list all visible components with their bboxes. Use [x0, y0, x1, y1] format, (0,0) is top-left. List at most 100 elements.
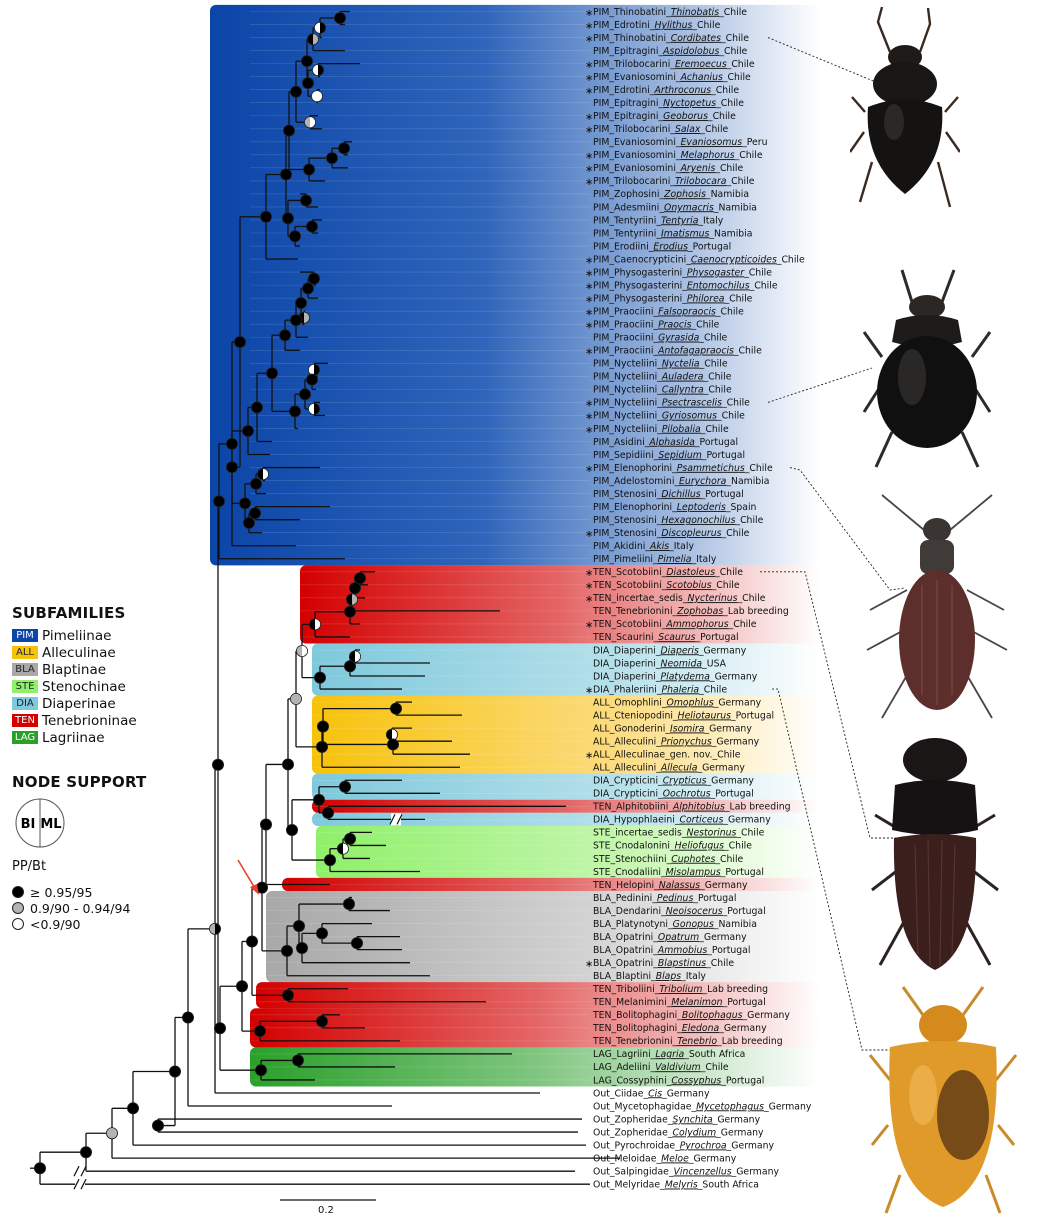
- taxon-prefix: TEN_Melanimini_: [592, 997, 672, 1008]
- taxon-prefix: PIM_Adelostomini_: [593, 476, 679, 487]
- node-support-title: NODE SUPPORT: [12, 773, 146, 791]
- taxon-label: ALL_Alleculini_Prionychus_Germany: [593, 736, 760, 747]
- taxon-locality: _Namibia: [725, 476, 769, 487]
- taxon-locality: _Chile: [743, 267, 772, 278]
- taxon-genus: Lagria: [655, 1049, 684, 1060]
- taxon-prefix: PIM_Evaniosomini_: [593, 163, 681, 174]
- taxon-genus: Pedinus: [657, 893, 694, 904]
- taxon-label: ALL_Alleculinae_gen. nov._Chile: [593, 750, 741, 761]
- subfamily-name: Pimeliinae: [42, 628, 111, 644]
- taxon-label: PIM_Stenosini_Hexagonochilus_Chile: [593, 515, 764, 526]
- taxon-genus: Nyctopetus: [663, 98, 716, 109]
- node-support-dot: [246, 936, 257, 947]
- taxon-label: Out_Meloidae_Meloe_Germany: [593, 1153, 737, 1164]
- taxon-locality: _Portugal: [722, 906, 766, 917]
- node-support-dot: [282, 213, 293, 224]
- chile-star-icon: ∗: [585, 594, 593, 605]
- taxon-locality: _Chile: [718, 7, 747, 18]
- taxon-genus: Eremoecus: [675, 59, 727, 70]
- taxon-genus: Cordibates: [671, 33, 721, 44]
- node-support-dot: [307, 34, 318, 45]
- taxon-genus: Heliofugus: [675, 841, 725, 852]
- subfamily-name: Lagriinae: [42, 730, 105, 746]
- taxon-locality: _Chile: [744, 463, 773, 474]
- taxon-genus: Diastoleus: [666, 567, 715, 578]
- taxon-prefix: PIM_Stenosini_: [593, 515, 662, 526]
- taxon-prefix: PIM_Zophosini_: [593, 189, 664, 200]
- chile-star-icon: ∗: [585, 268, 593, 279]
- taxon-label: Out_Pyrochroidae_Pyrochroa_Germany: [593, 1140, 775, 1151]
- node-support-dot: [299, 389, 310, 400]
- taxon-genus: Zophobas: [676, 606, 723, 617]
- taxon-genus: Mycetophagus: [696, 1101, 764, 1112]
- subfamily-item: DIADiaperinae: [12, 695, 137, 712]
- taxon-genus: Ammophorus: [665, 619, 728, 630]
- taxon-label: PIM_Nycteliini_Gyriosomus_Chile: [593, 411, 745, 422]
- node-support-dot: [280, 169, 291, 180]
- node-support-dot: [312, 65, 323, 76]
- taxon-label: BLA_Platynotyni_Gonopus_Namibia: [593, 919, 757, 930]
- taxon-locality: _Chile: [703, 372, 732, 383]
- subfamily-code: STE: [12, 680, 38, 693]
- node-support-dot: [296, 645, 307, 656]
- taxon-prefix: PIM_Epitragini_: [593, 111, 664, 122]
- taxon-label: PIM_Evaniosomini_Evaniosomus_Peru: [593, 137, 768, 148]
- taxon-genus: Akis: [649, 541, 669, 552]
- taxon-genus: Auladera: [661, 372, 704, 383]
- taxon-prefix: PIM_Epitragini_: [593, 98, 664, 109]
- taxon-prefix: PIM_Praociini_: [593, 320, 658, 331]
- taxon-prefix: PIM_Nycteliini_: [593, 385, 662, 396]
- node-support-dot: [213, 496, 224, 507]
- node-support-dot: [290, 315, 301, 326]
- taxon-prefix: PIM_Adesmiini_: [593, 202, 664, 213]
- subfamily-code: PIM: [12, 629, 38, 642]
- taxon-label: PIM_Stenosini_Dichillus_Portugal: [593, 489, 744, 500]
- taxon-genus: Thinobatis: [671, 7, 720, 18]
- taxon-genus: Arthroconus: [653, 85, 711, 96]
- node-support-dot: [80, 1147, 91, 1158]
- taxon-locality: _Germany: [712, 1114, 761, 1125]
- taxon-label: Out_Melyridae_Melyris_South Africa: [593, 1180, 759, 1191]
- taxon-genus: Corticeus: [680, 815, 724, 826]
- subfamily-code: ALL: [12, 646, 38, 659]
- taxon-locality: _Chile: [711, 580, 740, 591]
- taxon-locality: _Lab breeding: [701, 984, 768, 995]
- node-support-dot: [296, 942, 307, 953]
- node-support-dot: [106, 1128, 117, 1139]
- taxon-genus: Nyctelia: [662, 359, 700, 370]
- taxon-genus: Tribolium: [659, 984, 702, 995]
- node-support-dot: [290, 693, 301, 704]
- chile-star-icon: ∗: [585, 425, 593, 436]
- taxon-prefix: DIA_Hypophlaeini_: [593, 815, 680, 826]
- beetle-photo-lagria: [868, 985, 1018, 1215]
- taxon-prefix: PIM_Pimeliini_: [593, 554, 658, 565]
- taxon-label: PIM_Nycteliini_Pilobalia_Chile: [593, 424, 729, 435]
- node-support-dot: [34, 1163, 45, 1174]
- taxon-locality: _Portugal: [720, 867, 764, 878]
- taxon-prefix: Out_Zopheridae_: [593, 1127, 673, 1138]
- taxon-label: PIM_Adelostomini_Eurychora_Namibia: [593, 476, 769, 487]
- taxon-genus: Gonopus: [673, 919, 714, 930]
- taxon-prefix: ALL_Alleculinae_gen. nov._: [593, 750, 717, 761]
- taxon-genus: Cis: [648, 1088, 662, 1099]
- taxon-label: PIM_Physogasterini_Physogaster_Chile: [593, 267, 772, 278]
- node-support-dot: [243, 517, 254, 528]
- taxon-locality: _USA: [701, 658, 727, 669]
- taxon-label: BLA_Opatrini_Opatrum_Germany: [593, 932, 747, 943]
- taxon-locality: _Portugal: [687, 241, 731, 252]
- taxon-label: STE_Stenochiini_Cuphotes_Chile: [593, 854, 744, 865]
- taxon-prefix: TEN_Scotobiini_: [592, 580, 667, 591]
- taxon-genus: Nalassus: [659, 880, 701, 891]
- taxon-label: BLA_Blaptini_Blaps_Italy: [593, 971, 706, 982]
- taxon-prefix: PIM_Nycteliini_: [593, 398, 662, 409]
- taxon-prefix: DIA_Diaperini_: [593, 671, 661, 682]
- taxon-locality: _Chile: [703, 385, 732, 396]
- chile-star-icon: ∗: [585, 464, 593, 475]
- taxon-prefix: TEN_Scotobiini_: [592, 619, 667, 630]
- taxon-prefix: TEN_Bolitophagini_: [592, 1023, 682, 1034]
- taxon-label: ALL_Cteniopodini_Heliotaurus_Portugal: [593, 710, 774, 721]
- taxon-label: TEN_Alphitobiini_Alphitobius_Lab breedin…: [592, 802, 791, 813]
- beetle-photo-psammetichus: [862, 490, 1012, 720]
- node-support-dot: [300, 195, 311, 206]
